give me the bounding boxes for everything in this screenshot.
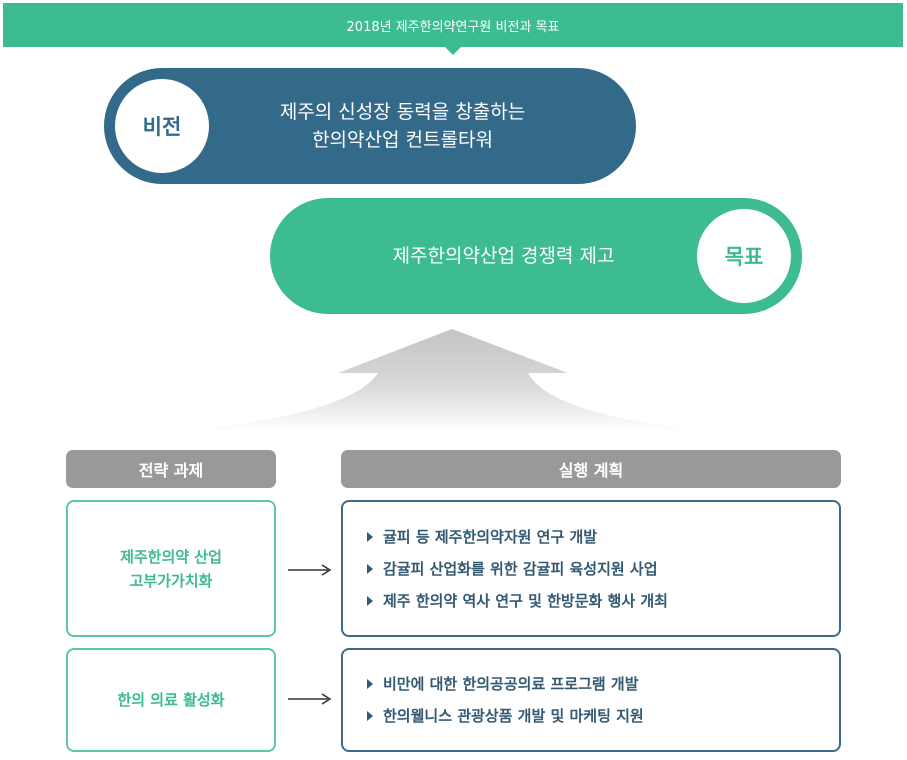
goal-pill: 제주한의약산업 경쟁력 제고 목표 bbox=[270, 198, 802, 314]
bullet-triangle-icon bbox=[367, 595, 373, 606]
strategy-task-2: 한의 의료 활성화 bbox=[66, 648, 276, 752]
title-pointer bbox=[445, 47, 461, 55]
plan-box-1: 귤피 등 제주한의약자원 연구 개발 감귤피 산업화를 위한 감귤피 육성지원 … bbox=[341, 500, 841, 637]
up-arrow-icon bbox=[180, 329, 710, 431]
bullet-triangle-icon bbox=[367, 711, 373, 721]
plan-item: 한의웰니스 관광상품 개발 및 마케팅 지원 bbox=[367, 700, 839, 732]
title-bar: 2018년 제주한의약연구원 비전과 목표 bbox=[3, 3, 903, 47]
right-arrow-icon bbox=[288, 564, 332, 576]
vision-label: 비전 bbox=[115, 79, 209, 173]
task-line: 제주한의약 산업 bbox=[120, 547, 222, 566]
plan-header: 실행 계획 bbox=[341, 450, 841, 488]
vision-pill: 비전 제주의 신성장 동력을 창출하는 한의약산업 컨트롤타워 bbox=[104, 68, 636, 184]
plan-item: 제주 한의약 역사 연구 및 한방문화 행사 개최 bbox=[367, 585, 839, 617]
title: 2018년 제주한의약연구원 비전과 목표 bbox=[346, 19, 560, 35]
bullet-triangle-icon bbox=[367, 563, 373, 574]
bullet-triangle-icon bbox=[367, 679, 373, 689]
vision-text-line1: 제주의 신성장 동력을 창출하는 bbox=[279, 101, 526, 123]
plan-text: 한의웰니스 관광상품 개발 및 마케팅 지원 bbox=[383, 707, 644, 725]
plan-item: 감귤피 산업화를 위한 감귤피 육성지원 사업 bbox=[367, 553, 839, 585]
strategy-header: 전략 과제 bbox=[66, 450, 276, 488]
plan-item: 귤피 등 제주한의약자원 연구 개발 bbox=[367, 521, 839, 553]
goal-label: 목표 bbox=[697, 209, 791, 303]
plan-text: 귤피 등 제주한의약자원 연구 개발 bbox=[383, 527, 598, 546]
task-line: 고부가가치화 bbox=[129, 571, 213, 590]
right-arrow-icon bbox=[288, 693, 332, 705]
goal-text: 제주한의약산업 경쟁력 제고 bbox=[392, 245, 615, 267]
plan-box-2: 비만에 대한 한의공공의료 프로그램 개발 한의웰니스 관광상품 개발 및 마케… bbox=[341, 648, 841, 752]
vision-text-line2: 한의약산업 컨트롤타워 bbox=[312, 129, 493, 151]
plan-text: 제주 한의약 역사 연구 및 한방문화 행사 개최 bbox=[383, 591, 668, 610]
task-line: 한의 의료 활성화 bbox=[117, 691, 225, 709]
plan-item: 비만에 대한 한의공공의료 프로그램 개발 bbox=[367, 668, 839, 700]
plan-text: 비만에 대한 한의공공의료 프로그램 개발 bbox=[383, 675, 639, 693]
vision-text: 제주의 신성장 동력을 창출하는 한의약산업 컨트롤타워 bbox=[209, 98, 636, 154]
plan-text: 감귤피 산업화를 위한 감귤피 육성지원 사업 bbox=[383, 559, 658, 578]
bullet-triangle-icon bbox=[367, 531, 373, 542]
